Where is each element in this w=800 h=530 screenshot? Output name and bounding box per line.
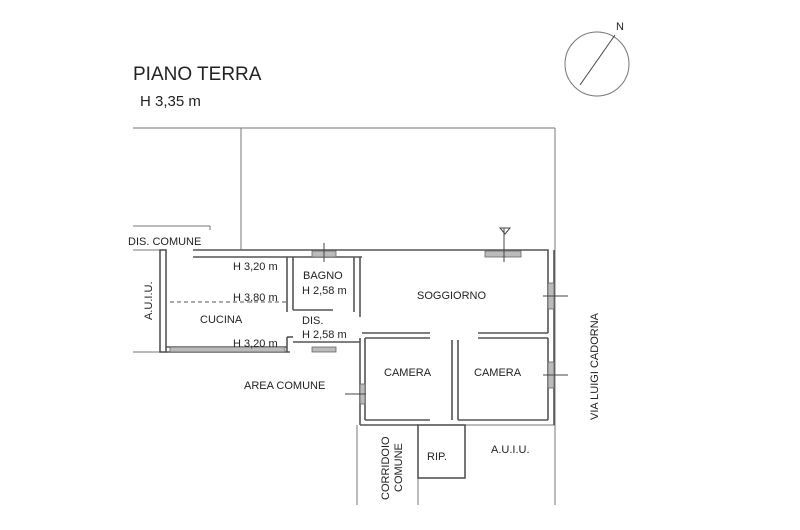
height-3: H 3,20 m <box>233 338 278 350</box>
label-comune: COMUNE <box>393 443 405 492</box>
label-dis-comune: DIS. COMUNE <box>128 236 201 248</box>
room-rip: RIP. <box>427 451 447 463</box>
room-cucina: CUCINA <box>200 314 243 326</box>
plan-title: PIANO TERRA <box>133 64 262 85</box>
boundary-lines <box>133 127 556 505</box>
room-soggiorno: SOGGIORNO <box>417 290 487 302</box>
room-camera-1: CAMERA <box>384 367 432 379</box>
label-corridoio: CORRIDOIO <box>380 436 392 500</box>
room-dis: DIS. <box>302 315 323 327</box>
dis-height: H 2,58 m <box>302 329 347 341</box>
height-2: H 3,80 m <box>233 292 278 304</box>
room-camera-2: CAMERA <box>474 367 522 379</box>
label-street: VIA LUIGI CADORNA <box>589 312 601 420</box>
north-label: N <box>616 21 624 33</box>
label-area-comune: AREA COMUNE <box>244 380 325 392</box>
label-auiu-right: A.U.I.U. <box>491 444 530 456</box>
label-auiu-left: A.U.I.U. <box>143 281 155 320</box>
height-1: H 3,20 m <box>233 261 278 273</box>
floor-height: H 3,35 m <box>140 93 201 110</box>
compass-icon: N <box>564 21 630 97</box>
room-bagno: BAGNO <box>303 270 343 282</box>
windows <box>169 227 568 405</box>
bagno-height: H 2,58 m <box>302 285 347 297</box>
